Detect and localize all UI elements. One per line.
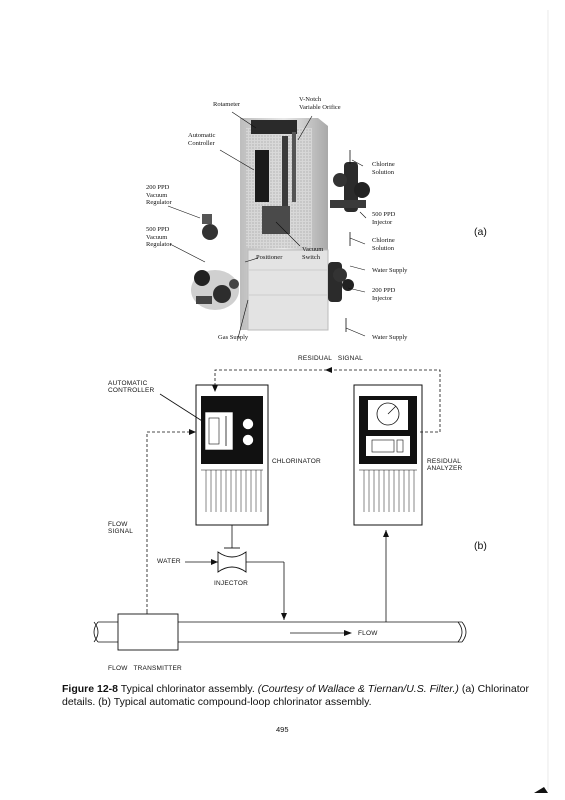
label-water: WATER: [157, 558, 181, 565]
label-chlorinator: CHLORINATOR: [272, 458, 321, 465]
vacuum-switch: [262, 206, 290, 234]
label-v-notch: V-Notch Variable Orifice: [299, 96, 341, 111]
label-automatic-controller: Automatic Controller: [188, 132, 216, 147]
residual-analyzer-cabinet: [353, 384, 423, 526]
v-notch-orifice: [292, 132, 296, 202]
label-injector-200: 200 PPD Injector: [372, 287, 396, 302]
figure-label: Figure 12-8: [62, 683, 119, 695]
caption-courtesy: (Courtesy of Wallace & Tiernan/U.S. Filt…: [257, 683, 459, 695]
chlorinator-louvers: [201, 469, 263, 512]
label-injector: INJECTOR: [214, 580, 248, 587]
label-chlorine-solution-2: Chlorine Solution: [372, 237, 395, 252]
cabinet-lower: [247, 249, 329, 331]
rotameter-housing: [251, 120, 297, 134]
label-water-supply-1: Water Supply: [372, 267, 408, 274]
flow-signal-line: [146, 431, 196, 612]
label-gas-supply: Gas Supply: [218, 334, 249, 341]
label-automatic-controller-schematic: AUTOMATIC CONTROLLER: [108, 380, 155, 394]
page-number: 495: [276, 725, 289, 734]
residual-signal-line: [214, 369, 441, 432]
injector-200-ppd: [328, 262, 354, 302]
label-vacuum-regulator-500: 500 PPD Vacuum Regulator: [146, 226, 172, 248]
label-water-supply-2: Water Supply: [372, 334, 408, 341]
label-residual-analyzer: RESIDUAL ANALYZER: [427, 458, 463, 472]
label-residual-signal: RESIDUAL SIGNAL: [298, 355, 363, 362]
label-vacuum-regulator-200: 200 PPD Vacuum Regulator: [146, 184, 172, 206]
flow-arrow-head: [344, 630, 352, 636]
flow-transmitter-box: [117, 613, 179, 651]
analyzer-panel: [359, 396, 417, 464]
part-tag-b: (b): [474, 540, 487, 552]
injector-500-ppd: [330, 162, 370, 212]
caption-text-1: Typical chlorinator assembly.: [118, 683, 258, 695]
part-tag-a: (a): [474, 226, 487, 238]
rotameter-tube: [282, 136, 288, 216]
label-rotameter: Rotameter: [213, 101, 241, 108]
analyzer-louvers: [359, 469, 417, 512]
label-chlorine-solution-1: Chlorine Solution: [372, 161, 395, 176]
vacuum-regulator-500-ppd: [191, 270, 239, 310]
label-flow-signal: FLOW SIGNAL: [108, 521, 134, 535]
label-vacuum-switch: Vacuum Switch: [302, 246, 324, 261]
automatic-controller-unit: [255, 150, 269, 202]
vacuum-regulator-200-ppd: [202, 214, 218, 240]
figure-caption: Figure 12-8 Typical chlorinator assembly…: [62, 683, 532, 709]
caption-text-2: (a) Chlorinator details. (b) Typical aut…: [62, 683, 529, 708]
injector-body: [217, 551, 247, 573]
label-positioner: Positioner: [256, 254, 283, 261]
label-flow: FLOW: [358, 630, 378, 637]
label-flow-transmitter: FLOW TRANSMITTER: [108, 665, 182, 672]
chlorinator-controller-panel: [201, 396, 263, 464]
label-injector-500: 500 PPD Injector: [372, 211, 396, 226]
